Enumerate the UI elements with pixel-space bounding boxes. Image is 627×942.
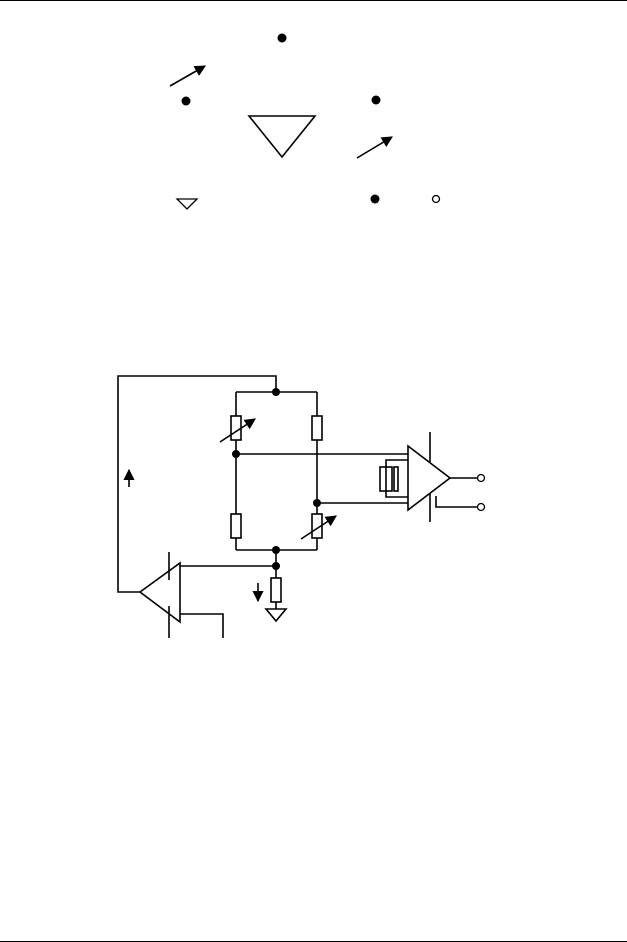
variable-arrow-symbol <box>356 136 393 159</box>
output-terminal-positive <box>476 473 486 483</box>
variable-resistor-top-left <box>230 415 242 441</box>
junction-dot <box>232 450 240 458</box>
bridge-circuit <box>117 375 486 638</box>
ground-triangle-symbol <box>175 198 199 210</box>
driver-reference-wire <box>180 613 224 638</box>
large-triangle-symbol <box>247 115 317 159</box>
driver-amplifier <box>138 561 181 624</box>
junction-dot-symbol <box>370 194 380 204</box>
output-terminal-negative <box>476 502 486 512</box>
junction-dot-symbol <box>277 33 287 43</box>
feedback-resistor-inner <box>393 466 399 492</box>
variable-arrow-icon <box>300 515 337 540</box>
differential-amplifier <box>407 444 452 512</box>
output-wire <box>435 496 478 508</box>
legend-symbols <box>169 33 441 210</box>
feedback-resistor-wire <box>385 459 408 498</box>
resistor-top-right <box>311 415 323 441</box>
variable-arrow-symbol <box>169 65 206 87</box>
sense-resistor <box>270 577 282 603</box>
ground-icon <box>264 608 288 623</box>
resistor-bottom-left <box>230 513 242 539</box>
junction-dot <box>272 546 280 554</box>
junction-dot-symbol <box>181 96 191 106</box>
feedback-loop-wire <box>117 375 277 593</box>
feedback-resistor <box>379 466 393 492</box>
top-border <box>0 0 627 1</box>
junction-dot <box>313 499 321 507</box>
terminal-circle-symbol <box>431 194 441 204</box>
junction-dot-symbol <box>371 95 381 105</box>
variable-arrow-icon <box>219 418 256 443</box>
junction-dot <box>272 562 280 570</box>
junction-dot <box>272 388 280 396</box>
